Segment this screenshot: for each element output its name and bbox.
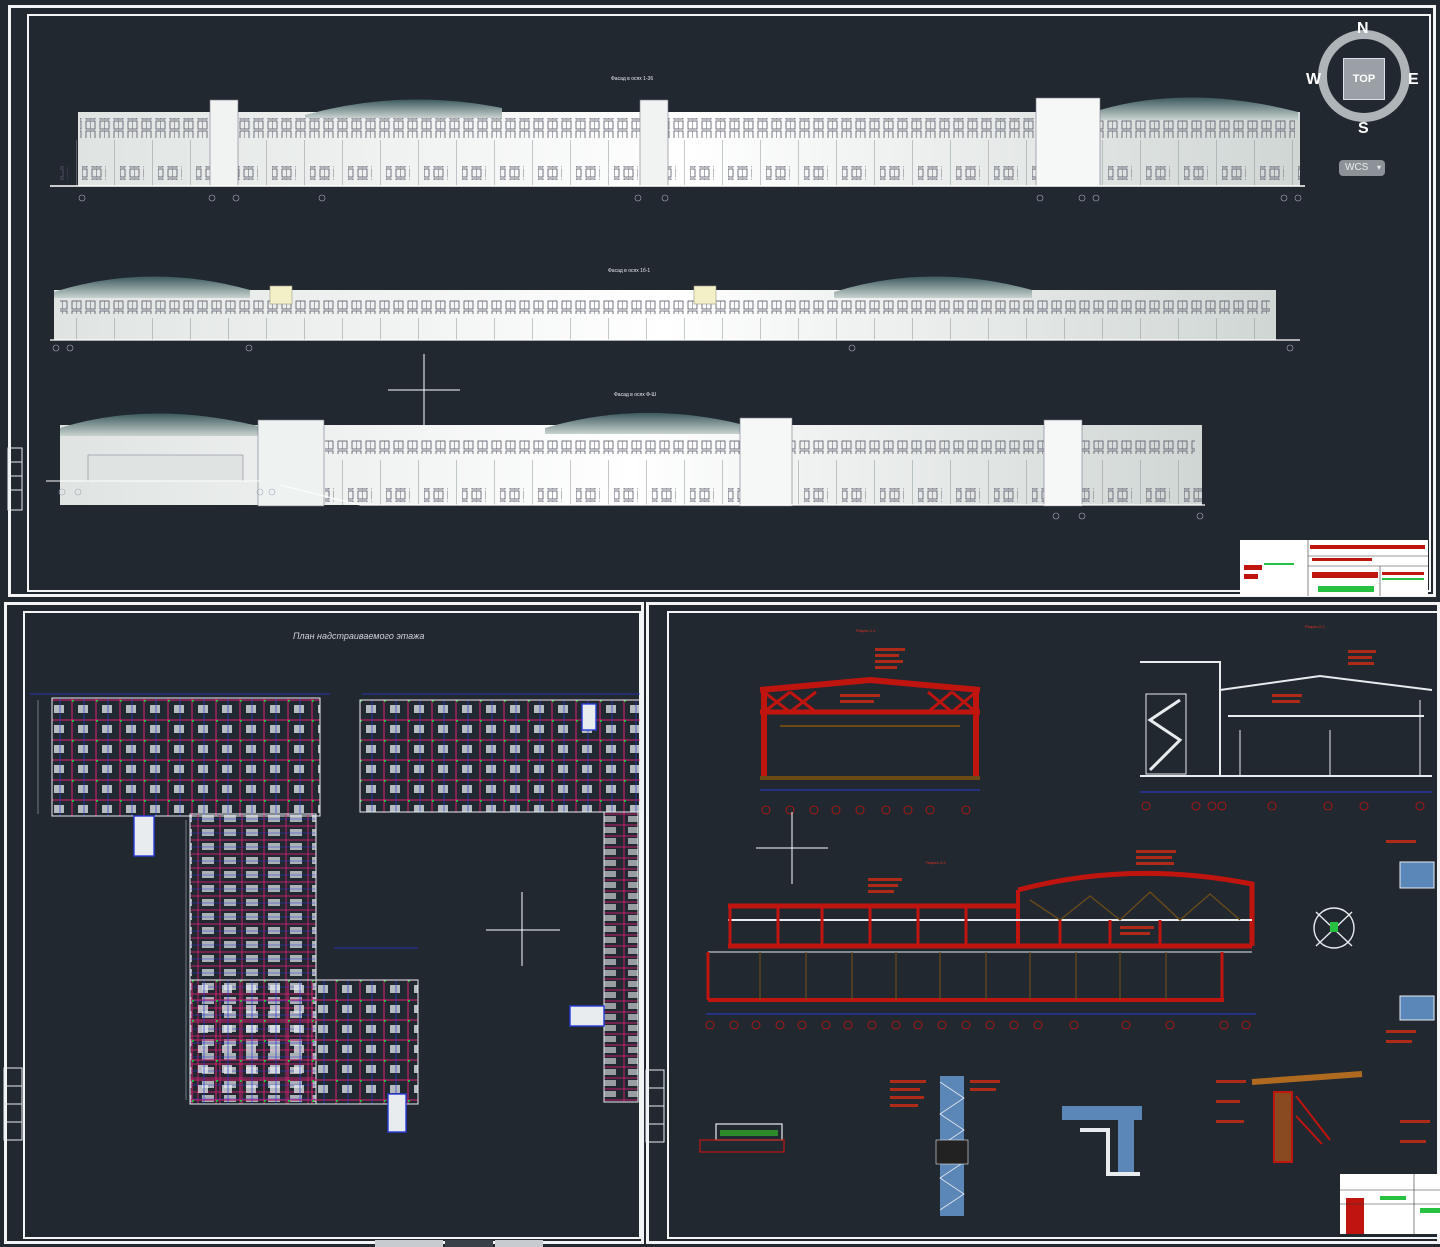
section-title-2: Разрез 2-2	[1305, 624, 1325, 629]
sheet-plan[interactable]	[4, 602, 644, 1244]
wcs-label: WCS	[1345, 162, 1369, 173]
layout-tab-3[interactable]	[495, 1240, 543, 1247]
layout-tab-1[interactable]	[375, 1240, 443, 1247]
compass-ring[interactable]	[1318, 30, 1410, 122]
section-title-1: Разрез 1-1	[856, 628, 876, 633]
elevation-title-3: Фасад в осях Ф-Ш	[614, 392, 657, 398]
compass-south[interactable]: S	[1358, 120, 1369, 137]
compass-east[interactable]: E	[1408, 71, 1419, 88]
wcs-menu[interactable]: WCS ▾	[1339, 160, 1385, 176]
compass-north[interactable]: N	[1357, 20, 1369, 37]
elevations-drawing	[7, 97, 1428, 596]
plan-title: План надстраиваемого этажа	[293, 631, 425, 641]
chevron-down-icon: ▾	[1376, 163, 1381, 172]
sheet-sections-border	[667, 611, 1440, 1239]
elevation-1	[50, 97, 1305, 202]
compass-west[interactable]: W	[1306, 71, 1322, 88]
layout-tab-2[interactable]	[445, 1240, 493, 1247]
sheet-sections[interactable]	[646, 602, 1440, 1244]
title-block-1	[1240, 540, 1428, 596]
elevation-title-1: Фасад в осях 1-36	[611, 76, 654, 82]
viewcube-top-face[interactable]: TOP	[1343, 58, 1385, 100]
elevation-title-2: Фасад в осях 1б-1	[608, 268, 651, 274]
crosshair-cursor-icon	[388, 354, 460, 428]
section-title-3: Разрез 3-3	[926, 860, 946, 865]
sheet-elevations[interactable]	[8, 5, 1436, 597]
sheet-elevations-border	[27, 14, 1431, 592]
elevation-3	[46, 412, 1205, 520]
layout-tabs[interactable]	[375, 1240, 543, 1247]
sheet-plan-border	[23, 611, 641, 1239]
elevation-2	[50, 276, 1300, 352]
viewcube-compass-icon[interactable]: TOP N S E W	[1306, 20, 1428, 140]
